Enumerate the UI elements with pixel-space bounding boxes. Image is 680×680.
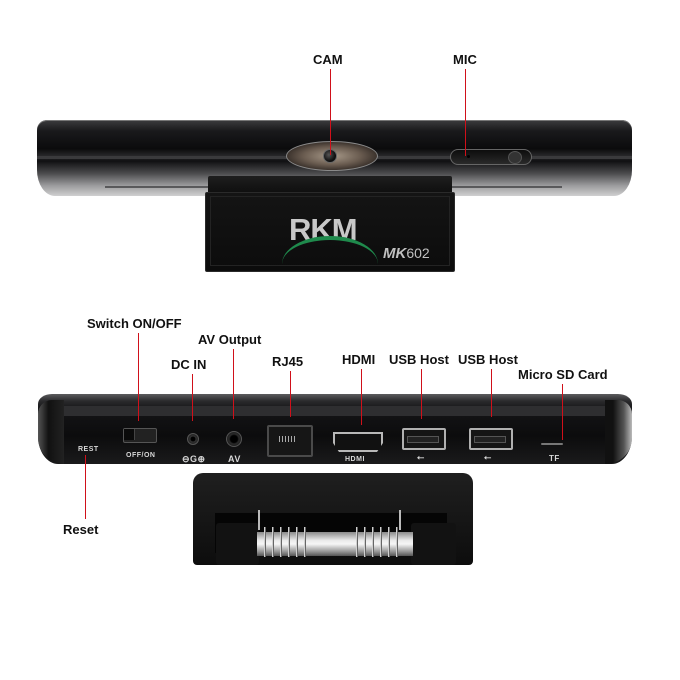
end-cap-left: [38, 400, 64, 464]
callout-micro-sd: Micro SD Card: [518, 367, 608, 382]
callout-dc-in: DC IN: [171, 357, 207, 372]
spring-right-icon: [350, 527, 398, 557]
usb-symbol-icon: ⭠: [484, 452, 492, 462]
stand-base-bevel: [210, 196, 450, 266]
reset-marking: REST: [78, 446, 99, 453]
callout-usb-host-2: USB Host: [458, 352, 518, 367]
callout-rj45: RJ45: [272, 354, 304, 369]
leader-line-hdmi: [361, 369, 362, 425]
leader-line-dc-in: [192, 374, 193, 421]
mic-button: [508, 151, 522, 164]
leader-line-micro-sd: [562, 384, 563, 440]
callout-usb-host-1: USB Host: [389, 352, 449, 367]
microphone-hole-icon: [467, 155, 470, 158]
leader-line-reset: [85, 455, 86, 519]
leader-line-av-output: [233, 349, 234, 419]
leader-line-switch: [138, 333, 139, 421]
callout-switch: Switch ON/OFF: [87, 316, 182, 331]
hdmi-marking: HDMI: [345, 456, 365, 463]
spring-arm: [399, 510, 401, 530]
model-prefix: MK: [383, 245, 407, 262]
spring-arm: [258, 510, 260, 530]
tf-marking: TF: [549, 454, 560, 463]
usb-tongue: [474, 436, 506, 443]
leader-line-usb-host-1: [421, 369, 422, 419]
av-jack-icon: [226, 431, 242, 447]
leader-line-mic: [465, 69, 466, 156]
model-label: MK602: [383, 245, 430, 262]
spring-left-icon: [258, 527, 306, 557]
usb-symbol-icon: ⭠: [417, 452, 425, 462]
brand-logo-arc: [282, 236, 378, 264]
hdmi-port-icon: [333, 432, 383, 452]
leader-line-usb-host-2: [491, 369, 492, 417]
end-cap-right: [605, 400, 632, 464]
dc-jack-icon: [187, 433, 199, 445]
callout-hdmi: HDMI: [342, 352, 376, 367]
rj45-pins: [279, 436, 297, 442]
back-top-band: [50, 406, 615, 416]
leader-line-rj45: [290, 371, 291, 417]
callout-mic: MIC: [453, 52, 477, 67]
callout-reset: Reset: [63, 522, 99, 537]
model-number: 602: [406, 245, 430, 261]
micro-sd-slot-icon: [541, 443, 563, 445]
switch-marking: OFF/ON: [126, 452, 156, 459]
callout-cam: CAM: [313, 52, 343, 67]
av-marking: AV: [228, 454, 241, 464]
hinge-block-right: [411, 523, 456, 565]
leader-line-cam: [330, 69, 331, 155]
callout-av-output: AV Output: [198, 332, 262, 347]
dc-polarity-marking: ⊖G⊕: [182, 454, 206, 464]
power-switch-knob: [124, 429, 135, 440]
hinge-block-left: [216, 523, 259, 565]
front-trim-line: [450, 186, 562, 188]
usb-tongue: [407, 436, 439, 443]
